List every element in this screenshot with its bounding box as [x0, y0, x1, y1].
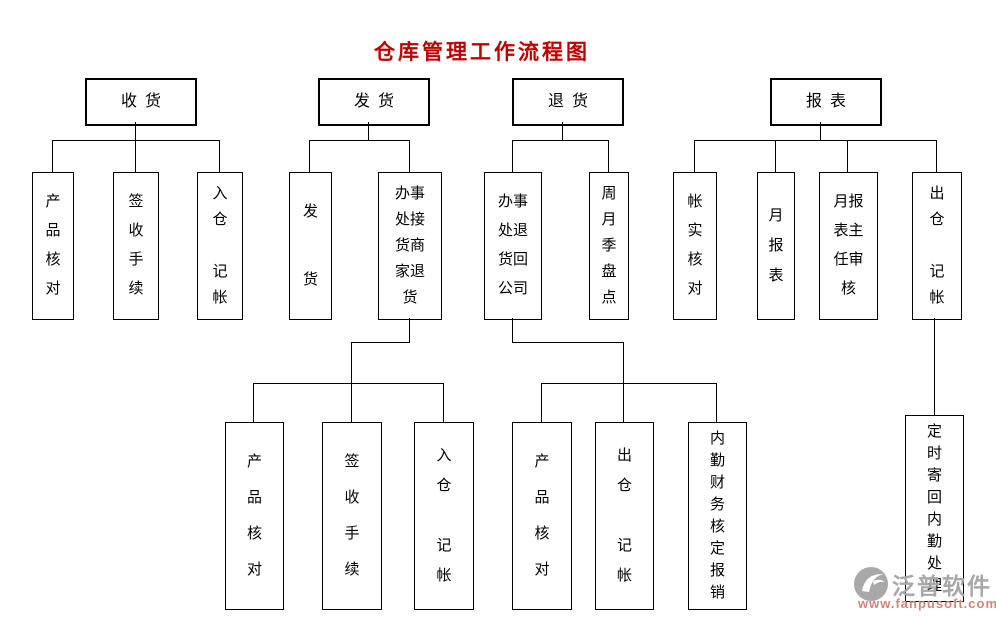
connector-line: [512, 318, 513, 343]
connector-line: [351, 383, 352, 422]
connector-line: [351, 342, 352, 383]
connector-line: [135, 122, 136, 140]
node-receive-sign-procedure: 签 收 手 续: [113, 172, 159, 320]
connector-line: [541, 383, 542, 422]
connector-line: [562, 122, 563, 140]
watermark-url: www.fanpusoft.com: [858, 596, 996, 611]
connector-line: [309, 140, 410, 141]
connector-line: [309, 140, 310, 172]
connector-line: [936, 140, 937, 172]
node-sub-mail-back: 定 时 寄 回 内 勤 处 理: [905, 415, 964, 602]
connector-line: [623, 342, 624, 383]
connector-line: [623, 383, 624, 422]
connector-line: [934, 318, 935, 415]
node-ship-dispatch: 发 货: [289, 172, 332, 320]
connector-line: [775, 140, 776, 172]
connector-line: [541, 383, 717, 384]
node-sub-in-bookkeeping: 入 仓 记 帐: [414, 422, 474, 610]
connector-line: [351, 342, 410, 343]
node-report-director-review: 月报 表主 任审 核: [819, 172, 878, 320]
connector-line: [443, 383, 444, 422]
node-sub-finance-reimburse: 内 勤 财 务 核 定 报 销: [688, 422, 747, 610]
connector-line: [368, 122, 369, 140]
node-report-monthly: 月 报 表: [757, 172, 795, 320]
connector-line: [253, 383, 444, 384]
node-ship-handle-merchant-returns: 办事 处接 货商 家退 货: [378, 172, 442, 320]
connector-line: [52, 140, 53, 172]
node-report-out-bookkeeping: 出 仓 记 帐: [912, 172, 962, 320]
connector-line: [694, 140, 695, 172]
node-sub-sign-procedure: 签 收 手 续: [322, 422, 382, 610]
connector-line: [52, 140, 220, 141]
node-sub-product-check-ship: 产 品 核 对: [225, 422, 284, 610]
node-receive-product-check: 产 品 核 对: [32, 172, 74, 320]
connector-line: [694, 140, 936, 141]
connector-line: [409, 140, 410, 172]
connector-line: [512, 342, 624, 343]
connector-line: [219, 140, 220, 172]
page-title: 仓库管理工作流程图: [374, 40, 590, 64]
node-sub-out-bookkeeping: 出 仓 记 帐: [595, 422, 654, 610]
connector-line: [253, 383, 254, 422]
watermark-brand: 泛普软件: [892, 573, 992, 599]
node-receive-in-bookkeeping: 入 仓 记 帐: [197, 172, 243, 320]
node-receive: 收货: [85, 78, 197, 126]
connector-line: [608, 140, 609, 172]
connector-line: [716, 383, 717, 422]
node-report-account-check: 帐 实 核 对: [673, 172, 717, 320]
node-sub-product-check-return: 产 品 核 对: [512, 422, 572, 610]
fanpu-logo-icon: [854, 567, 888, 601]
connector-line: [135, 140, 136, 172]
node-ship: 发货: [318, 78, 430, 126]
watermark: 泛普软件 www.fanpusoft.com: [850, 565, 996, 615]
node-report: 报表: [770, 78, 882, 126]
node-return: 退货: [512, 78, 624, 126]
connector-line: [512, 140, 609, 141]
connector-line: [820, 122, 821, 140]
connector-line: [409, 318, 410, 343]
connector-line: [847, 140, 848, 172]
connector-line: [512, 140, 513, 172]
node-return-stocktake: 周 月 季 盘 点: [589, 172, 629, 320]
node-return-to-company: 办事 处退 货回 公司: [484, 172, 542, 320]
